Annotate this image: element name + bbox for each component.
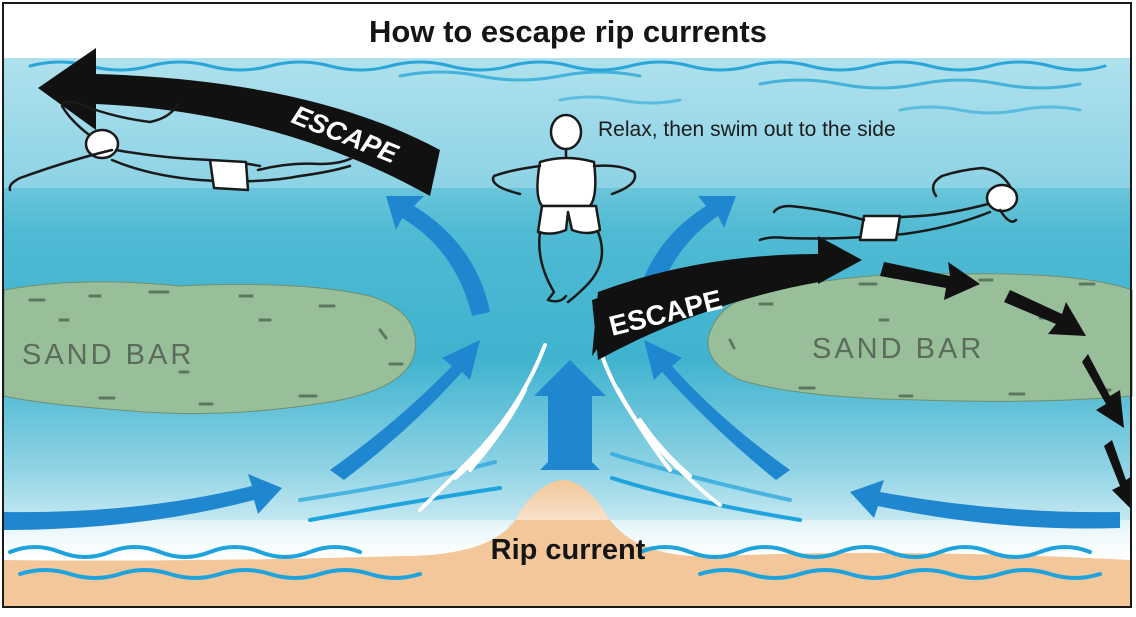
rip-arrow-base (540, 462, 600, 470)
rip-current-label: Rip current (0, 534, 1136, 567)
instruction-note: Relax, then swim out to the side (598, 118, 896, 142)
diagram-title: How to escape rip currents (0, 14, 1136, 50)
sandbar-label-left: SAND BAR (22, 339, 194, 371)
sandbar-label-right: SAND BAR (812, 333, 984, 365)
